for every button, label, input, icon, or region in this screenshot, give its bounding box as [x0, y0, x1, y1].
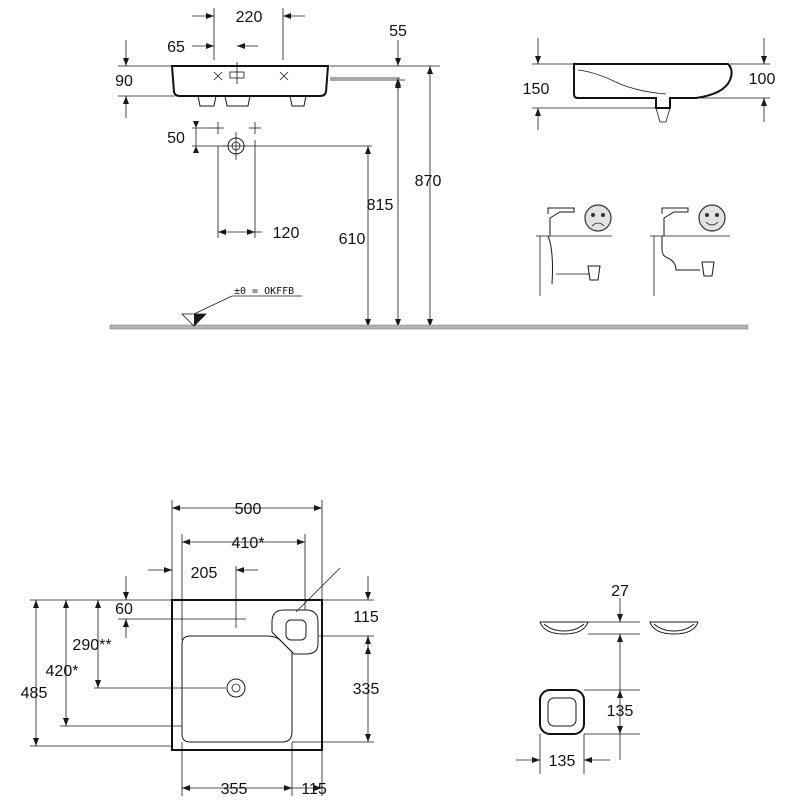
dim-50: 50	[167, 121, 226, 153]
front-elevation: 220 65 55 90	[109, 8, 749, 330]
side-elevation: 150 100	[523, 38, 775, 130]
water-connections	[212, 122, 261, 160]
soap-dish-section-right	[649, 621, 699, 635]
dim-420: 420*	[46, 599, 182, 727]
dim-90: 90	[115, 40, 175, 118]
dim-60-label: 60	[115, 601, 133, 618]
dim-100-label: 100	[749, 71, 776, 88]
dim-90-label: 90	[115, 73, 133, 90]
dim-205: 205	[148, 565, 258, 610]
soap-dish-plan-outline	[539, 689, 585, 735]
dim-355-label: 355	[221, 781, 248, 798]
dim-420-label: 420*	[46, 663, 79, 680]
dim-150: 150	[523, 38, 656, 130]
dim-335: 335	[292, 636, 380, 743]
floor-reference-marker: ±0 = OKFFB	[181, 286, 302, 327]
basin-plan-outline	[171, 599, 323, 751]
plan-view: 500 410* 205 60	[21, 500, 380, 798]
drain-inner	[231, 683, 241, 693]
dim-120: 120	[217, 140, 300, 242]
floor-reference-label: ±0 = OKFFB	[234, 286, 294, 297]
dim-50-label: 50	[167, 130, 185, 147]
dim-290: 290**	[72, 600, 226, 689]
basin-side-outline	[573, 63, 733, 109]
soap-dish-detail: 27 135 135	[516, 583, 699, 774]
dim-60: 60	[115, 576, 226, 638]
dim-815-label: 815	[367, 197, 394, 214]
dim-610: 610	[250, 145, 372, 327]
soap-dish-inner	[285, 619, 307, 641]
installation-icon-wrong	[536, 204, 612, 296]
dim-410-label: 410*	[232, 535, 265, 552]
dim-290-label: 290**	[72, 637, 111, 654]
dim-115-bottom-label: 115	[301, 781, 327, 798]
dim-610-label: 610	[339, 231, 366, 248]
dim-500: 500	[171, 500, 323, 600]
dim-220: 220	[192, 8, 305, 60]
basin-front-underside	[197, 95, 307, 107]
basin-side-drain	[655, 107, 671, 123]
dim-355: 355	[181, 742, 323, 798]
dim-150-label: 150	[523, 81, 550, 98]
dim-870-label: 870	[415, 173, 442, 190]
dim-485: 485	[21, 599, 172, 747]
dim-335-label: 335	[353, 681, 380, 698]
dim-27: 27	[588, 583, 640, 654]
tap-hole-marks	[213, 62, 289, 84]
dim-410: 410*	[181, 534, 306, 640]
dim-205-label: 205	[191, 565, 218, 582]
leader-line	[295, 567, 341, 613]
dim-485-label: 485	[21, 685, 48, 702]
dim-870: 870	[415, 66, 442, 327]
basin-plan-bowl	[181, 635, 293, 743]
installation-icon-correct	[650, 204, 730, 296]
dim-135-right-label: 135	[607, 703, 634, 720]
dim-815: 815	[330, 79, 405, 327]
dim-120-label: 120	[273, 225, 300, 242]
soap-dish-plan-inner	[547, 697, 577, 727]
sad-face-icon	[584, 204, 612, 232]
dim-100: 100	[700, 38, 775, 122]
soap-dish-section-left	[539, 621, 589, 635]
happy-face-icon	[698, 204, 726, 232]
dim-65: 65	[167, 39, 258, 56]
tap-hole-plan	[226, 610, 246, 628]
dim-135-bottom: 135	[516, 734, 610, 774]
dim-65-label: 65	[167, 39, 185, 56]
dim-115-right: 115	[318, 576, 379, 646]
dim-115-right-label: 115	[353, 609, 379, 626]
dim-220-label: 220	[236, 9, 263, 26]
dim-135-right: 135	[584, 689, 640, 760]
dim-55-label: 55	[389, 23, 407, 40]
dim-500-label: 500	[235, 501, 262, 518]
dim-27-label: 27	[611, 583, 629, 600]
dim-135-bottom-label: 135	[549, 753, 576, 770]
basin-side-bowl	[577, 69, 667, 95]
soap-dish-outline	[271, 609, 319, 655]
floor-line	[109, 324, 749, 330]
dim-115-bottom: 115	[292, 781, 327, 798]
drain-outer	[226, 678, 246, 698]
basin-front-outline	[170, 65, 330, 97]
